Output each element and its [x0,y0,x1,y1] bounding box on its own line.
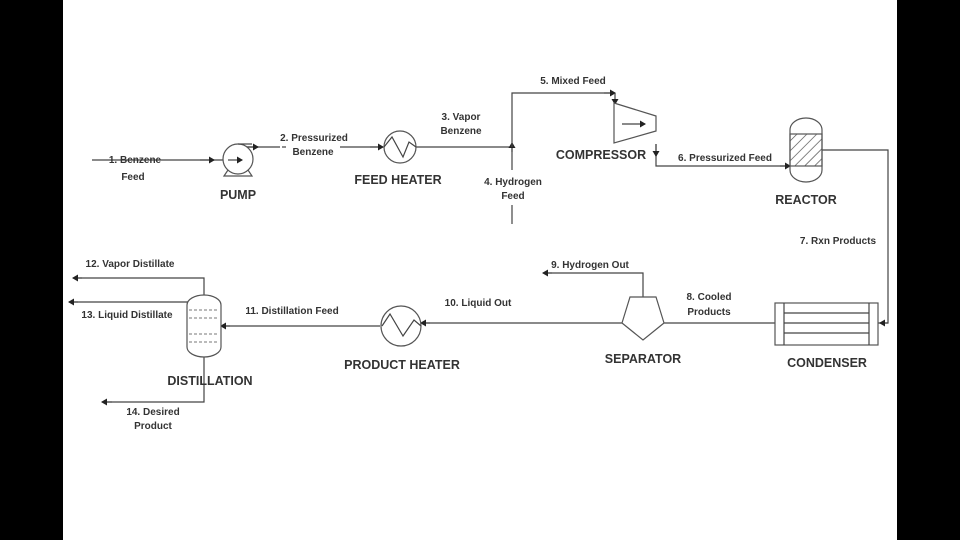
stream-1-label-line2: Feed [121,172,144,183]
product-heater-icon[interactable] [380,305,422,347]
stream-9-line [542,269,644,297]
stream-14-line [101,357,205,406]
separator-icon[interactable] [621,296,665,341]
stream-9-label: 9. Hydrogen Out [551,260,629,271]
pump-icon[interactable] [222,143,254,177]
stream-5-label: 5. Mixed Feed [540,76,606,87]
diagram-canvas: PUMP FEED HEATER COMPRESSOR REACTOR COND… [63,0,897,540]
stream-14-label-line2: Product [134,421,172,432]
stream-8-label-line1: 8. Cooled [686,292,731,303]
separator-label: SEPARATOR [605,352,681,366]
stream-3-label-line1: 3. Vapor [442,112,481,123]
stream-2-label-line2: Benzene [292,147,334,158]
pump-label: PUMP [220,188,256,202]
stream-13-label: 13. Liquid Distillate [81,310,173,321]
stream-1-label-line1: 1. Benzene [109,155,162,166]
distillation-label: DISTILLATION [167,374,252,388]
stream-14-label-line1: 14. Desired [126,407,179,418]
stream-12-line [72,274,205,295]
stream-5-line [511,89,619,147]
compressor-label: COMPRESSOR [556,148,646,162]
stream-11-label: 11. Distillation Feed [245,306,338,317]
stream-8-label-line2: Products [687,307,731,318]
reactor-icon[interactable] [789,117,823,183]
stream-3-label-line2: Benzene [440,126,482,137]
feed-heater-icon[interactable] [383,130,417,164]
stream-10-label: 10. Liquid Out [445,298,512,309]
stream-7-line [822,149,889,327]
stream-4-label-line1: 4. Hydrogen [484,177,542,188]
stream-4-label-line2: Feed [501,191,524,202]
condenser-label: CONDENSER [787,356,867,370]
distillation-column-icon[interactable] [186,294,222,358]
product-heater-label: PRODUCT HEATER [344,358,460,372]
stream-6-line [652,144,791,170]
condenser-icon[interactable] [774,302,879,346]
stream-12-label: 12. Vapor Distillate [86,259,175,270]
stream-7-label: 7. Rxn Products [800,236,877,247]
stream-2-label-line1: 2. Pressurized [280,133,348,144]
stream-6-label: 6. Pressurized Feed [678,153,772,164]
reactor-label: REACTOR [775,193,837,207]
compressor-icon[interactable] [613,102,657,144]
feed-heater-label: FEED HEATER [354,173,441,187]
